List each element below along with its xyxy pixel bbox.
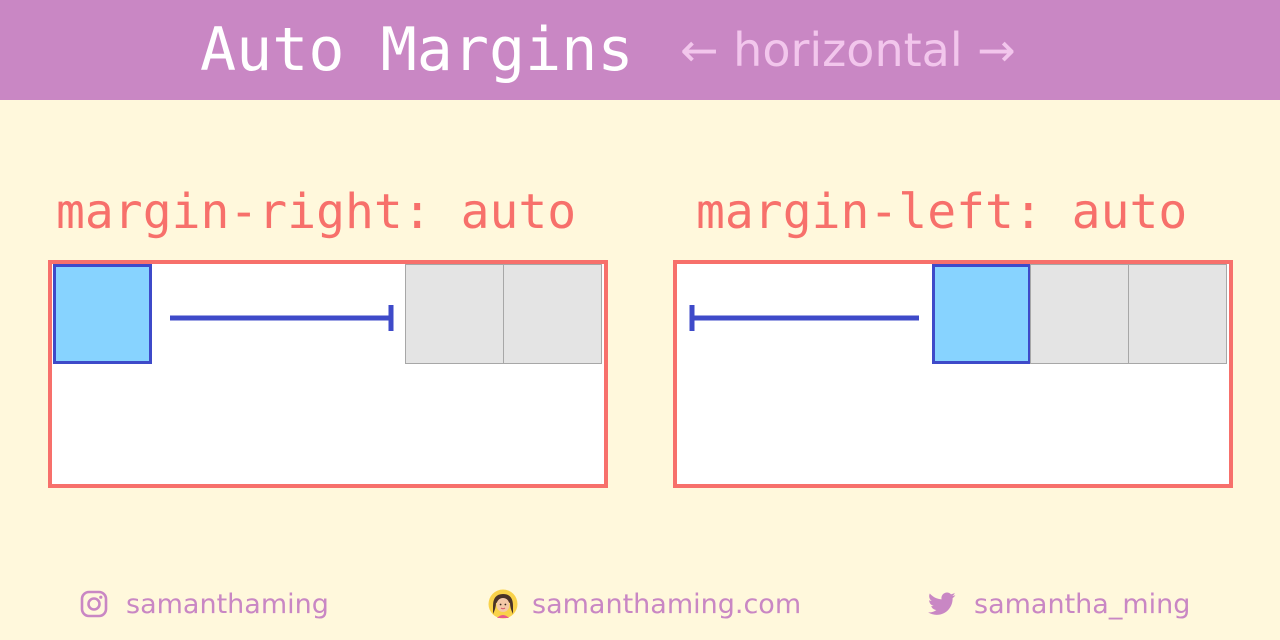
page-subtitle: ← horizontal → — [680, 23, 1016, 77]
footer-instagram[interactable]: samanthaming — [80, 584, 329, 624]
footer-website[interactable]: samanthaming.com — [488, 584, 801, 624]
flex-container-margin-right — [48, 260, 608, 488]
instagram-handle: samanthaming — [126, 588, 329, 620]
panel-label-margin-left: margin-left: auto — [696, 184, 1188, 240]
flex-container-margin-left — [673, 260, 1233, 488]
header-bar: Auto Margins ← horizontal → — [0, 0, 1280, 100]
website-url: samanthaming.com — [532, 588, 802, 620]
page-title: Auto Margins — [200, 15, 634, 85]
arrow-right-icon — [170, 305, 394, 331]
avatar-icon — [488, 589, 518, 619]
panel-label-margin-right: margin-right: auto — [56, 184, 577, 240]
twitter-icon — [928, 591, 956, 617]
twitter-handle: samantha_ming — [974, 588, 1191, 620]
flex-item — [405, 264, 504, 364]
flex-item-auto-margin — [53, 264, 152, 364]
footer-twitter[interactable]: samantha_ming — [928, 584, 1190, 624]
arrow-left-icon — [689, 305, 919, 331]
instagram-icon — [80, 590, 108, 618]
flex-item — [1128, 264, 1227, 364]
flex-item-auto-margin — [932, 264, 1031, 364]
flex-item — [1030, 264, 1129, 364]
flex-item — [503, 264, 602, 364]
